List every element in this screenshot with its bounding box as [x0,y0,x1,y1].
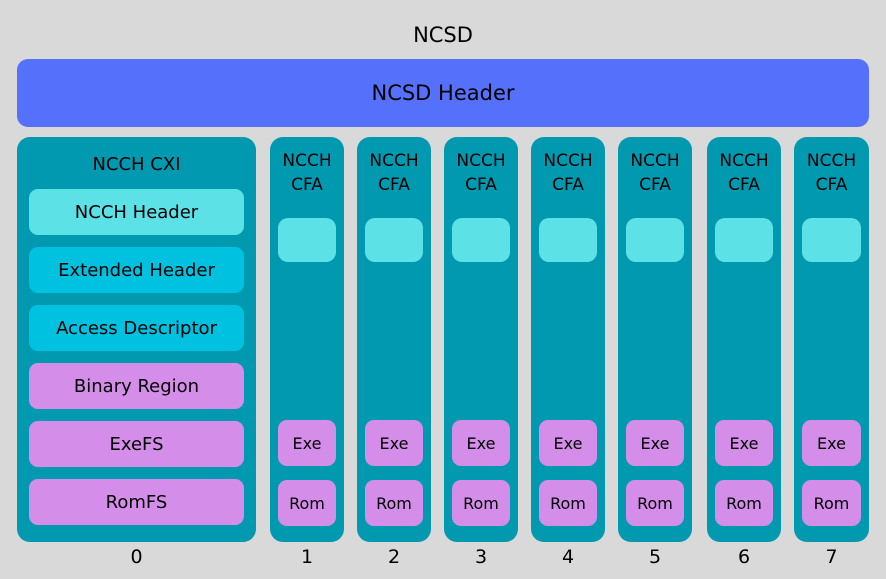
partition-title-5: NCCH CFA [630,151,680,195]
region-exefs: Exe [802,420,861,466]
partition-columns: NCCH CXI NCCH Header Extended Header Acc… [17,137,869,542]
partition-title-7: NCCH CFA [806,151,857,195]
partition-index-4: 4 [561,546,575,568]
region-ncch-header [539,218,597,262]
region-label: Exe [640,433,670,453]
region-label: Exe [292,433,322,453]
partition-index-2: 2 [387,546,401,568]
partition-index-6: 6 [737,546,751,568]
region-label: Rom [726,493,762,513]
region-exefs: Exe [365,420,423,466]
region-romfs: RomFS [29,479,244,525]
region-label: Rom [813,493,850,513]
ncsd-header-block: NCSD Header [17,59,869,127]
region-label: Exe [466,433,496,453]
region-label: Exe [553,433,583,453]
partition-column-3: NCCH CFA Exe Rom [444,137,518,542]
region-ncch-header [365,218,423,262]
partition-column-5: NCCH CFA Exe Rom [618,137,692,542]
partition-title-2: NCCH CFA [369,151,419,195]
region-ncch-header [802,218,861,262]
partition-title-4: NCCH CFA [543,151,593,195]
region-romfs: Rom [452,480,510,526]
region-label: NCCH Header [74,201,199,223]
region-exefs: Exe [626,420,684,466]
region-label: Exe [817,433,846,453]
diagram-title: NCSD [413,23,473,47]
partition-column-4: NCCH CFA Exe Rom [531,137,605,542]
partition-title-0: NCCH CXI [92,154,181,175]
partition-column-1: NCCH CFA Exe Rom [270,137,344,542]
region-ncch-header: NCCH Header [29,189,244,235]
region-exefs: Exe [539,420,597,466]
region-label: Exe [379,433,409,453]
region-ncch-header [452,218,510,262]
region-label: Rom [376,493,412,513]
region-label: Rom [289,493,325,513]
partition-index-0: 0 [130,546,143,568]
region-exefs: Exe [715,420,773,466]
region-label: Rom [463,493,499,513]
partition-index-7: 7 [825,546,838,568]
partition-title-3: NCCH CFA [456,151,506,195]
region-extended-header: Extended Header [29,247,244,293]
region-label: Exe [729,433,759,453]
region-romfs: Rom [626,480,684,526]
region-label: Extended Header [58,259,215,281]
region-label: Rom [550,493,586,513]
region-romfs: Rom [278,480,336,526]
region-exefs: Exe [452,420,510,466]
partition-title-6: NCCH CFA [719,151,769,195]
region-binary-region: Binary Region [29,363,244,409]
partition-column-7: NCCH CFA Exe Rom [794,137,869,542]
region-label: Rom [637,493,673,513]
region-exefs: ExeFS [29,421,244,467]
region-label: Binary Region [73,375,200,397]
region-romfs: Rom [802,480,861,526]
region-exefs: Exe [278,420,336,466]
ncsd-header-label: NCSD Header [371,81,515,105]
region-ncch-header [278,218,336,262]
partition-column-0: NCCH CXI NCCH Header Extended Header Acc… [17,137,256,542]
partition-index-1: 1 [300,546,314,568]
partition-column-2: NCCH CFA Exe Rom [357,137,431,542]
partition-index-5: 5 [648,546,662,568]
partition-title-1: NCCH CFA [282,151,332,195]
region-label: RomFS [105,491,168,513]
partition-index-3: 3 [474,546,488,568]
partition-column-6: NCCH CFA Exe Rom [707,137,781,542]
region-romfs: Rom [539,480,597,526]
partition-index-row: 0 1 2 3 4 5 6 7 [17,544,869,574]
region-ncch-header [626,218,684,262]
region-ncch-header [715,218,773,262]
region-romfs: Rom [715,480,773,526]
region-label: ExeFS [109,433,164,455]
region-label: Access Descriptor [56,317,217,339]
region-access-descriptor: Access Descriptor [29,305,244,351]
region-romfs: Rom [365,480,423,526]
